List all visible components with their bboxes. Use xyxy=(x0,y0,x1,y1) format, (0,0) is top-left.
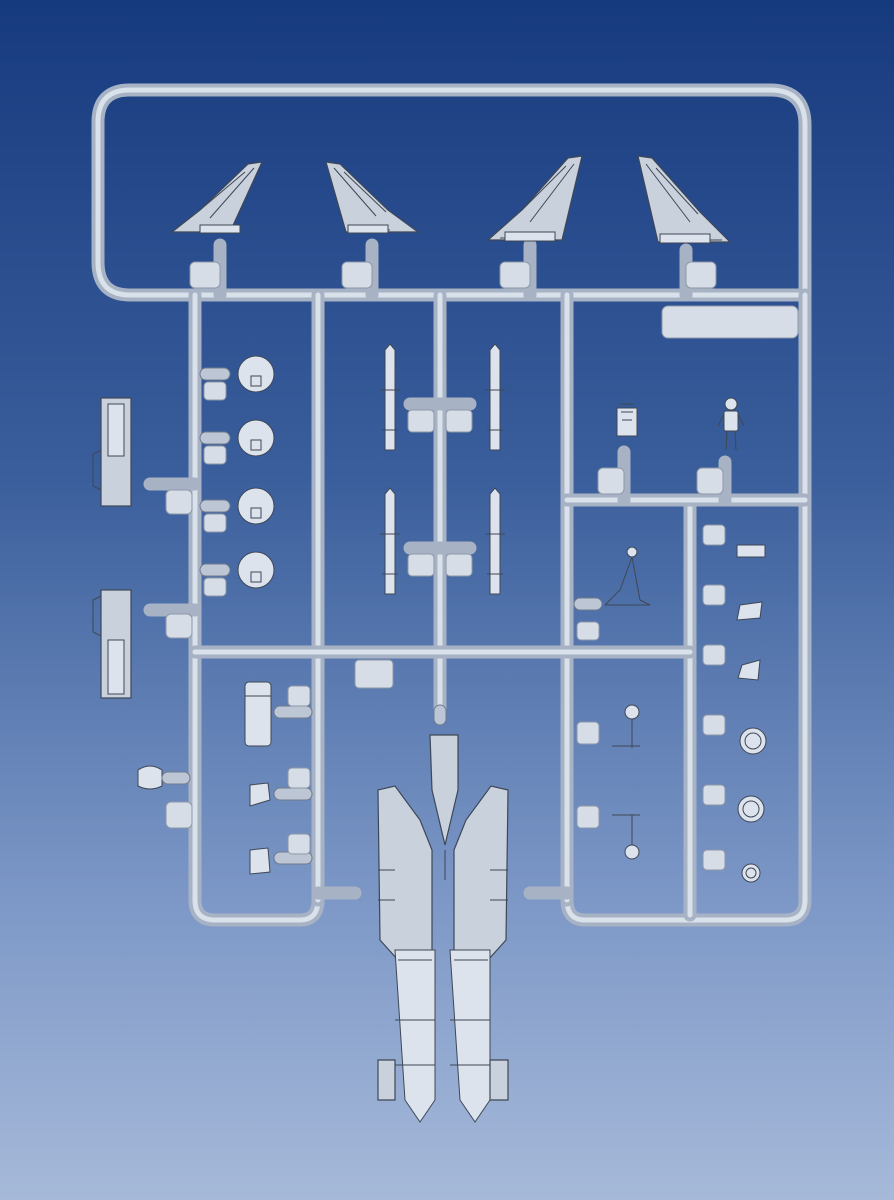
sprue-small-tab xyxy=(354,659,394,689)
ejection-seat-part xyxy=(616,403,638,437)
wheel-3 xyxy=(199,487,275,533)
wheel-2 xyxy=(199,419,275,465)
wheels xyxy=(199,355,275,597)
missiles xyxy=(380,343,505,595)
landing-gear-strut xyxy=(573,546,651,641)
nose-cone-small xyxy=(137,765,191,790)
missile-3 xyxy=(380,487,400,595)
tail-fin-2 xyxy=(325,161,420,234)
rear-fuselage xyxy=(377,704,509,1123)
tail-fin-1 xyxy=(170,161,264,234)
intake-part-1 xyxy=(92,397,132,507)
wheel-1 xyxy=(199,355,275,401)
tail-fin-3 xyxy=(486,155,583,242)
missile-4 xyxy=(485,487,505,595)
gear-legs xyxy=(576,704,640,860)
lower-left-parts xyxy=(244,681,313,875)
sprue-id-tab xyxy=(661,305,799,339)
intake-part-2 xyxy=(92,589,132,699)
small-parts xyxy=(702,524,767,883)
tail-fin-4 xyxy=(637,155,732,244)
missile-1 xyxy=(380,343,400,451)
wheel-4 xyxy=(199,551,275,597)
sprue-frame xyxy=(91,83,812,927)
pilot-figure xyxy=(717,397,745,451)
gate-tabs xyxy=(165,261,724,829)
missile-2 xyxy=(485,343,505,451)
